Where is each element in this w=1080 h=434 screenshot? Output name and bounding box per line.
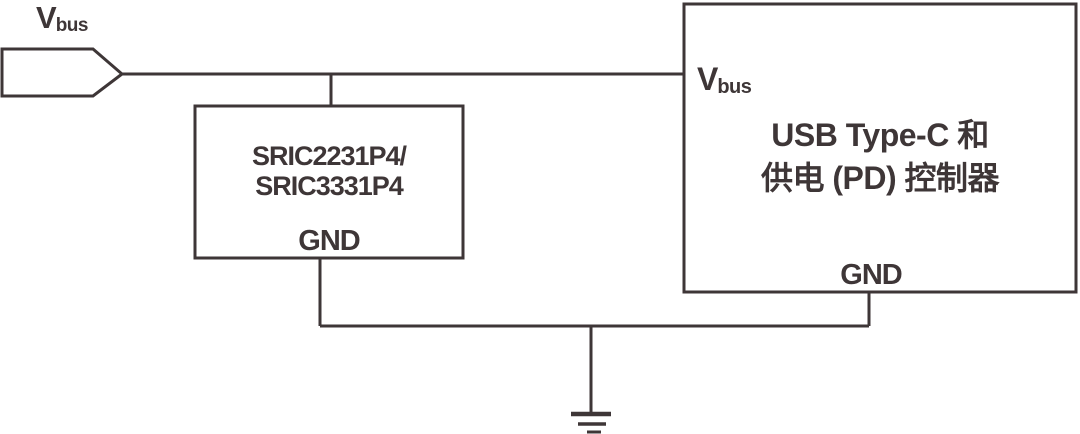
right-block-vbus-pin-label: Vbus [697, 61, 752, 99]
right-block-outline [682, 2, 1078, 294]
right-block-title-line2: 供电 (PD) 控制器 [760, 160, 1000, 196]
right-block-gnd-pin-label: GND [840, 259, 902, 291]
input-net-subscript: bus [55, 15, 89, 36]
right-block-vbus-subscript: bus [717, 76, 752, 98]
net-connector-arrow-icon [0, 47, 125, 98]
left-block-part-number-line2: SRIC3331P4 [255, 171, 404, 201]
input-net-name: V [36, 0, 57, 35]
right-block-vbus-name: V [697, 61, 718, 97]
ground-symbol-icon [571, 411, 611, 434]
right-block-title-line1: USB Type-C 和 [771, 117, 989, 153]
left-block-outline [193, 104, 465, 260]
left-block-gnd-pin-label: GND [298, 225, 360, 257]
input-net-label: Vbus [36, 0, 88, 37]
left-block-part-number-line1: SRIC2231P4/ [251, 141, 407, 171]
